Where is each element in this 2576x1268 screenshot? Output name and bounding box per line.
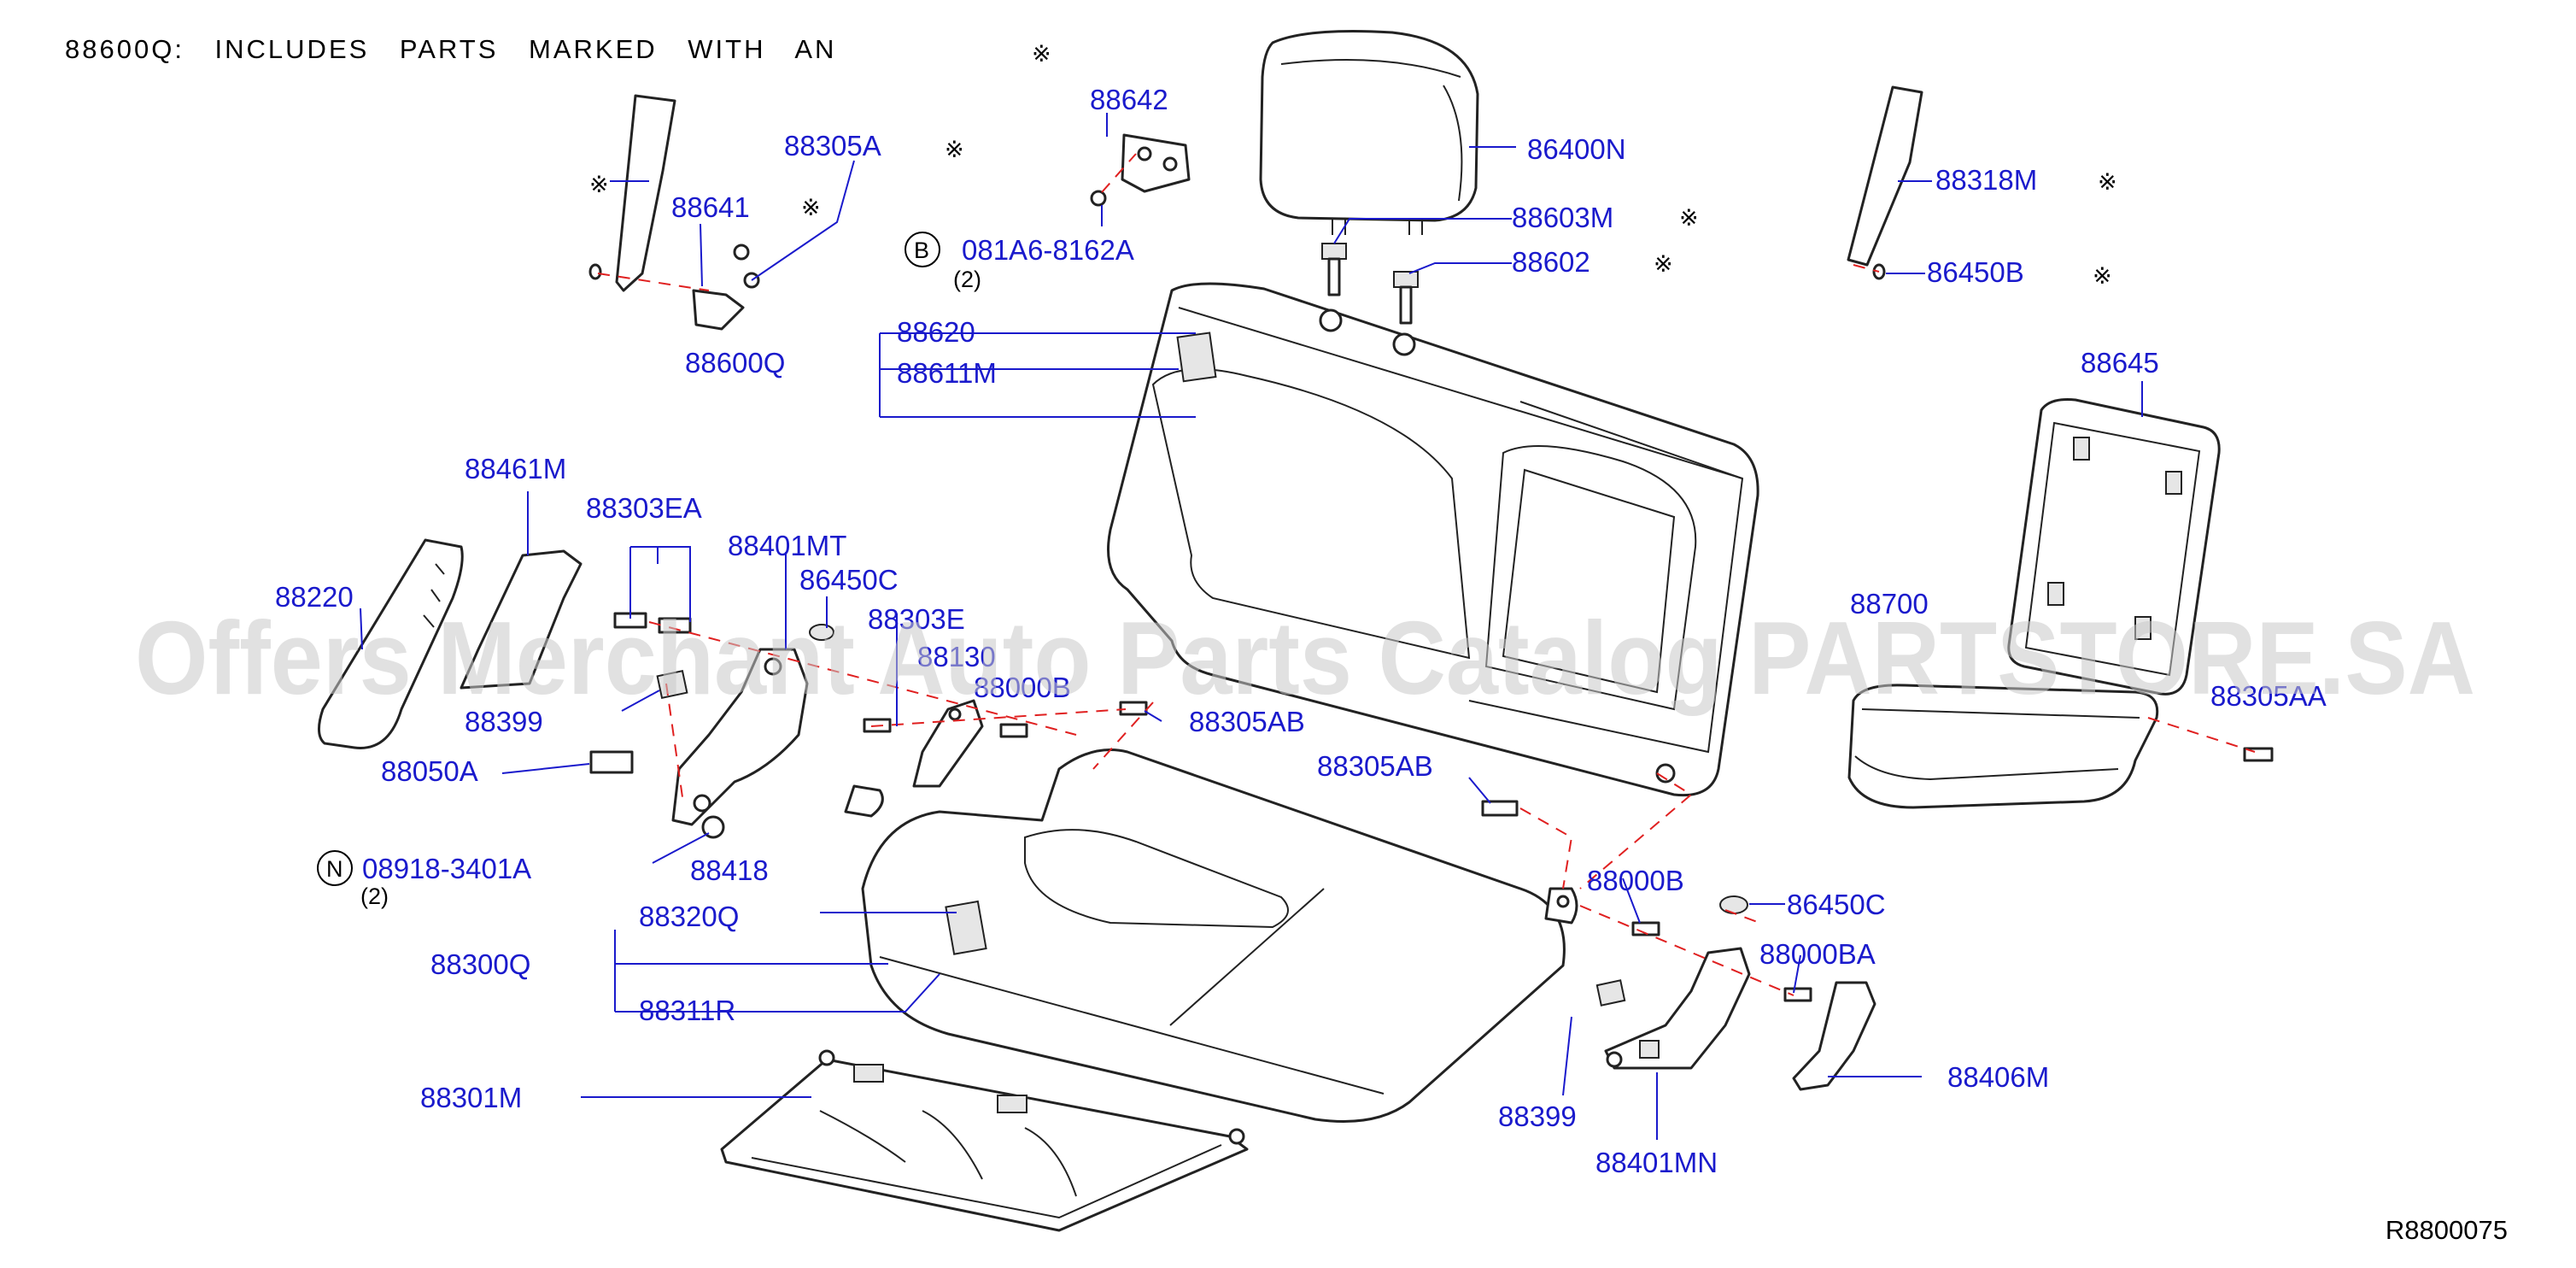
- part-label: 86400N: [1527, 133, 1626, 165]
- part-label: 88301M: [420, 1082, 522, 1113]
- part-label: 88000B: [974, 672, 1071, 703]
- right-bracket-88401MN: [1604, 947, 1751, 1070]
- part-label: 88401MT: [728, 530, 846, 561]
- part-label: 88406M: [1947, 1061, 2049, 1093]
- header-note-text: 88600Q: INCLUDES PARTS MARKED WITH AN: [65, 34, 837, 64]
- circle-letter-badge-icon: [905, 232, 940, 267]
- part-label: 88418: [690, 854, 769, 886]
- part-label: 88700: [1850, 588, 1929, 619]
- right-hook-88000B: [1544, 887, 1578, 925]
- seat-cushion-panel-88700: [1847, 684, 2159, 809]
- part-label: 88311R: [639, 995, 735, 1026]
- part-label: 88305AA: [2210, 680, 2327, 712]
- part-label: 88303EA: [586, 492, 702, 524]
- part-label: 88300Q: [430, 948, 530, 980]
- left-hook-88000B: [844, 784, 884, 818]
- asterisk-mark-icon: ※: [2098, 169, 2117, 196]
- headrest: [1259, 30, 1479, 235]
- callout-letter: B: [914, 238, 929, 263]
- part-label: 88000BA: [1759, 938, 1876, 970]
- part-label: 88220: [275, 581, 354, 613]
- right-cover-88406M: [1792, 981, 1876, 1091]
- hinge-88600Q-assembly: [588, 94, 760, 331]
- bolt-callout-B: B (2): [905, 232, 981, 292]
- seat-cushion: [861, 748, 1566, 1123]
- leader-lines: [360, 113, 2143, 1140]
- part-label: 88320Q: [639, 901, 739, 932]
- watermark-text: Offers Merchant Auto Parts Catalog PARTS…: [135, 600, 2475, 716]
- bracket-88642: [1090, 133, 1191, 207]
- seat-back: [1107, 282, 1759, 797]
- asterisk-mark-icon: ※: [801, 195, 821, 221]
- part-label: 88305AB: [1317, 750, 1433, 782]
- part-label: 88620: [897, 316, 975, 348]
- part-label: 88603M: [1512, 202, 1613, 233]
- seat-frame: [720, 1049, 1249, 1232]
- cover-88318M: [1847, 85, 1923, 280]
- headrest-guides: [1321, 243, 1419, 325]
- part-label: 88399: [1498, 1101, 1577, 1132]
- left-cover-88461M: [460, 549, 583, 690]
- nut-callout-N: N (2): [317, 850, 389, 909]
- part-label: 88318M: [1935, 164, 2037, 196]
- part-label: 88399: [465, 706, 543, 737]
- part-label: 88642: [1090, 84, 1168, 115]
- diagram-code: R8800075: [2385, 1215, 2508, 1245]
- part-label: 88461M: [465, 453, 566, 484]
- asterisk-mark-icon: ※: [1654, 251, 1673, 278]
- callout-qty: (2): [953, 267, 981, 292]
- part-label: 88305A: [784, 130, 881, 161]
- part-label: 86450C: [799, 564, 899, 596]
- asterisk-mark-icon: ※: [2093, 263, 2112, 290]
- left-hinge-cover-88220: [318, 538, 464, 749]
- part-label: 88645: [2081, 347, 2159, 379]
- part-label: 88305AB: [1189, 706, 1305, 737]
- part-label: 88050A: [381, 755, 478, 787]
- right-spacer-88399: [1595, 979, 1626, 1007]
- right-bolts: [1481, 747, 2274, 1002]
- part-label: 081A6-8162A: [962, 234, 1134, 266]
- left-bracket-88401MT: [671, 648, 809, 826]
- part-labels: 88642 88305A 88641 081A6-8162A 88600Q 86…: [275, 84, 2327, 1178]
- part-label: 88303E: [868, 603, 965, 635]
- callout-qty: (2): [360, 883, 389, 909]
- seatback-panel-88645: [2007, 398, 2221, 696]
- part-label: 88600Q: [685, 347, 785, 379]
- part-label: 88611M: [897, 357, 997, 389]
- part-label: 88641: [671, 191, 750, 223]
- circle-letter-badge-icon: [317, 850, 353, 886]
- callout-letter: N: [326, 856, 343, 882]
- left-latch-88130: [912, 699, 984, 788]
- left-spacer-88399: [656, 669, 688, 700]
- asterisk-mark-icon: ※: [1032, 41, 1051, 68]
- part-label: 86450B: [1927, 256, 2024, 288]
- asterisk-mark-icon: ※: [589, 172, 609, 198]
- part-label: 88130: [917, 641, 996, 672]
- part-label: 88401MN: [1595, 1147, 1718, 1178]
- part-label: 86450C: [1787, 889, 1886, 920]
- asterisk-mark-icon: ※: [1679, 205, 1699, 232]
- dashed-guides: [597, 153, 2256, 996]
- part-label: 88602: [1512, 246, 1590, 278]
- header-note: 88600Q: INCLUDES PARTS MARKED WITH AN: [65, 34, 836, 65]
- asterisk-marks: ※ ※ ※ ※ ※ ※ ※: [589, 137, 2117, 290]
- part-label: 08918-3401A: [362, 853, 531, 884]
- part-label: 88000B: [1587, 865, 1684, 896]
- asterisk-mark-icon: ※: [945, 137, 964, 163]
